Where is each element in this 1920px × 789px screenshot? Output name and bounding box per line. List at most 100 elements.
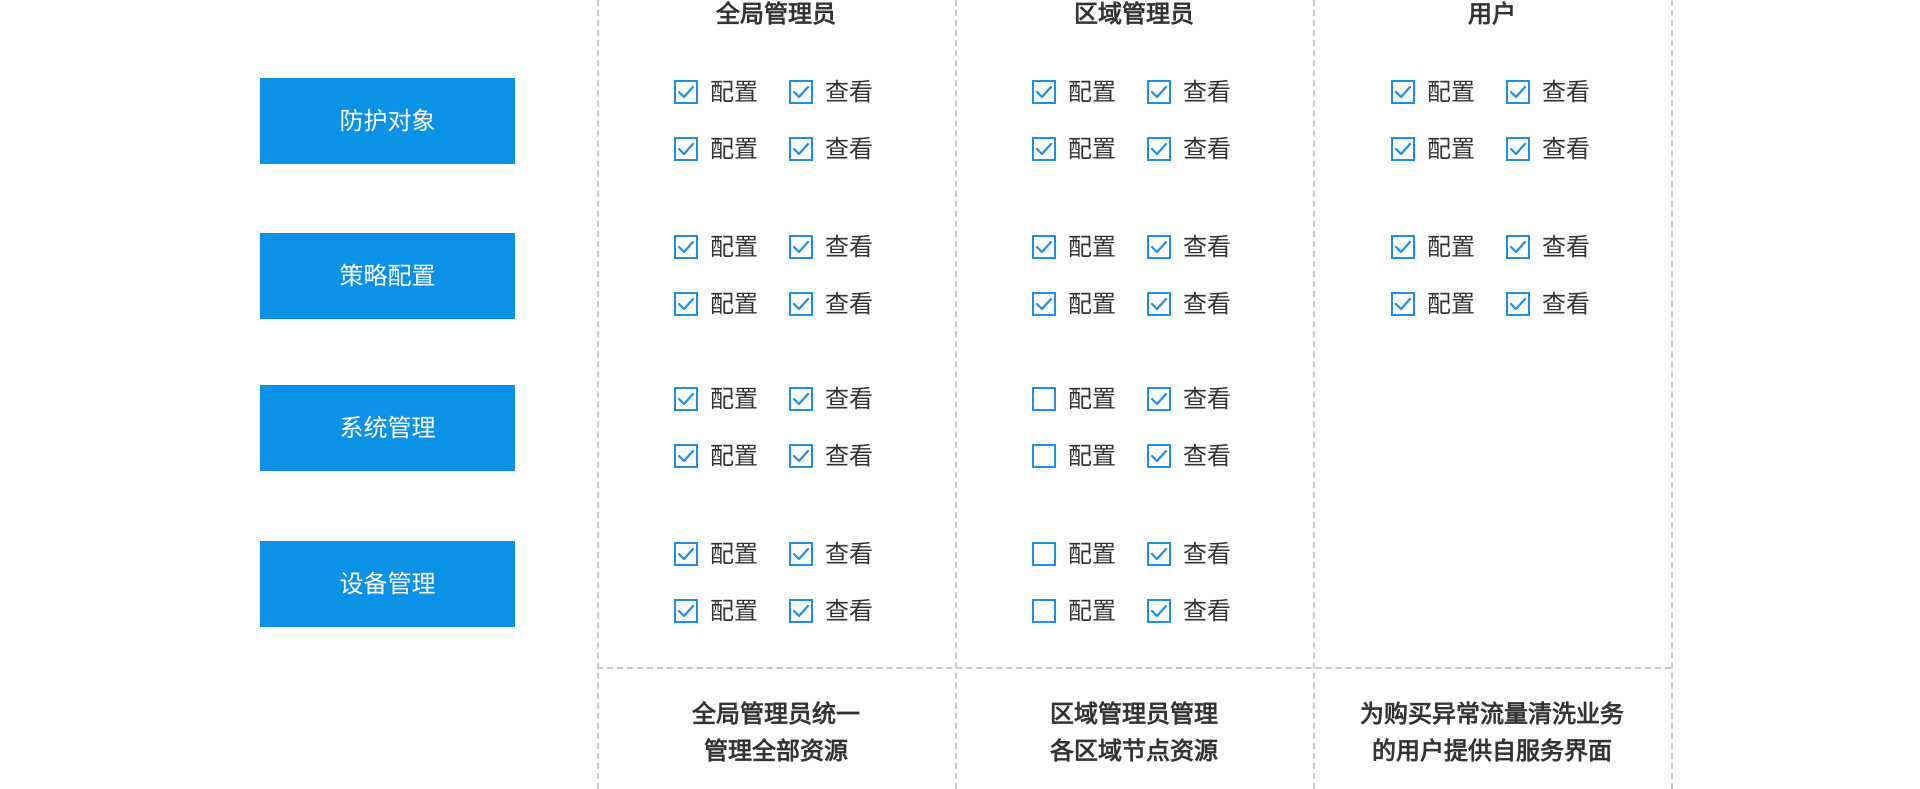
- permission-config-checkbox[interactable]: 配置: [1391, 77, 1506, 107]
- permission-line: 配置 查看: [1032, 539, 1262, 569]
- permission-config-checkbox[interactable]: 配置: [1391, 289, 1506, 319]
- permission-config-checkbox[interactable]: 配置: [1032, 596, 1147, 626]
- checkmark-icon: [1150, 297, 1168, 311]
- permission-view-checkbox[interactable]: 查看: [1147, 134, 1262, 164]
- permission-view-checkbox[interactable]: 查看: [1147, 441, 1262, 471]
- checkmark-icon: [1150, 392, 1168, 406]
- permission-config-checkbox[interactable]: 配置: [674, 384, 789, 414]
- permission-view-checkbox[interactable]: 查看: [789, 289, 904, 319]
- permission-config-checkbox[interactable]: 配置: [674, 289, 789, 319]
- checkmark-icon: [1509, 240, 1527, 254]
- description-divider: [597, 667, 1671, 669]
- permission-config-checkbox[interactable]: 配置: [674, 134, 789, 164]
- permission-line: 配置查看: [1391, 77, 1621, 107]
- permission-label: 配置: [1068, 597, 1116, 625]
- permission-view-checkbox[interactable]: 查看: [1147, 77, 1262, 107]
- checked-checkbox-icon: [1147, 235, 1171, 259]
- column-divider: [955, 0, 957, 789]
- permission-config-checkbox[interactable]: 配置: [674, 441, 789, 471]
- checkmark-icon: [677, 297, 695, 311]
- permission-view-checkbox[interactable]: 查看: [1506, 77, 1621, 107]
- permission-config-checkbox[interactable]: 配置: [1032, 134, 1147, 164]
- permission-config-checkbox[interactable]: 配置: [674, 232, 789, 262]
- checked-checkbox-icon: [1032, 235, 1056, 259]
- checked-checkbox-icon: [1391, 292, 1415, 316]
- permission-line: 配置查看: [1391, 232, 1621, 262]
- checked-checkbox-icon: [1147, 292, 1171, 316]
- permission-view-checkbox[interactable]: 查看: [1147, 384, 1262, 414]
- permission-view-checkbox[interactable]: 查看: [1506, 134, 1621, 164]
- permission-view-checkbox[interactable]: 查看: [1506, 232, 1621, 262]
- permission-label: 配置: [710, 442, 758, 470]
- permission-config-checkbox[interactable]: 配置: [1391, 134, 1506, 164]
- empty-checkbox-icon: [1032, 599, 1056, 623]
- permission-label: 配置: [710, 597, 758, 625]
- permission-config-checkbox[interactable]: 配置: [1032, 77, 1147, 107]
- checked-checkbox-icon: [789, 235, 813, 259]
- permission-line: 配置 查看: [674, 232, 904, 262]
- permission-config-checkbox[interactable]: 配置: [1032, 539, 1147, 569]
- column-header: 用户: [1468, 0, 1516, 28]
- permission-config-checkbox[interactable]: 配置: [1032, 232, 1147, 262]
- permission-line: 配置查看: [1391, 134, 1621, 164]
- permission-config-checkbox[interactable]: 配置: [1391, 232, 1506, 262]
- checked-checkbox-icon: [789, 387, 813, 411]
- permission-view-checkbox[interactable]: 查看: [789, 134, 904, 164]
- permission-config-checkbox[interactable]: 配置: [674, 77, 789, 107]
- permission-config-checkbox[interactable]: 配置: [674, 539, 789, 569]
- checkmark-icon: [792, 392, 810, 406]
- permission-view-checkbox[interactable]: 查看: [1506, 289, 1621, 319]
- checkmark-icon: [677, 547, 695, 561]
- permission-view-checkbox[interactable]: 查看: [1147, 596, 1262, 626]
- permission-config-checkbox[interactable]: 配置: [674, 596, 789, 626]
- checked-checkbox-icon: [1147, 387, 1171, 411]
- permission-line: 配置 查看: [674, 539, 904, 569]
- checkmark-icon: [1394, 85, 1412, 99]
- checked-checkbox-icon: [1147, 542, 1171, 566]
- checked-checkbox-icon: [1506, 235, 1530, 259]
- permission-label: 查看: [825, 135, 873, 163]
- permission-view-checkbox[interactable]: 查看: [789, 539, 904, 569]
- permission-view-checkbox[interactable]: 查看: [1147, 539, 1262, 569]
- permission-label: 配置: [1068, 540, 1116, 568]
- permission-view-checkbox[interactable]: 查看: [789, 232, 904, 262]
- checkmark-icon: [792, 297, 810, 311]
- permission-label: 查看: [1183, 78, 1231, 106]
- permission-label: 配置: [710, 385, 758, 413]
- permission-config-checkbox[interactable]: 配置: [1032, 441, 1147, 471]
- permission-line: 配置 查看: [674, 134, 904, 164]
- column-divider: [1313, 0, 1315, 789]
- permission-line: 配置 查看: [1032, 596, 1262, 626]
- row-label-4: 设备管理: [260, 541, 515, 627]
- empty-checkbox-icon: [1032, 444, 1056, 468]
- permission-label: 配置: [1068, 442, 1116, 470]
- description-line: 为购买异常流量清洗业务: [1360, 700, 1624, 728]
- checked-checkbox-icon: [1032, 80, 1056, 104]
- permission-config-checkbox[interactable]: 配置: [1032, 289, 1147, 319]
- permission-view-checkbox[interactable]: 查看: [789, 384, 904, 414]
- permission-view-checkbox[interactable]: 查看: [789, 441, 904, 471]
- permission-label: 查看: [825, 540, 873, 568]
- checked-checkbox-icon: [1506, 137, 1530, 161]
- checked-checkbox-icon: [1506, 80, 1530, 104]
- permission-line: 配置查看: [1032, 289, 1262, 319]
- permission-label: 查看: [825, 233, 873, 261]
- description-line: 管理全部资源: [704, 737, 848, 765]
- permission-view-checkbox[interactable]: 查看: [1147, 289, 1262, 319]
- column-divider: [1671, 0, 1673, 789]
- permission-view-checkbox[interactable]: 查看: [789, 596, 904, 626]
- checked-checkbox-icon: [1032, 292, 1056, 316]
- checked-checkbox-icon: [674, 235, 698, 259]
- checkmark-icon: [792, 449, 810, 463]
- permission-config-checkbox[interactable]: 配置: [1032, 384, 1147, 414]
- checked-checkbox-icon: [789, 137, 813, 161]
- column-divider: [597, 0, 599, 789]
- permission-line: 配置查看: [674, 289, 904, 319]
- permission-view-checkbox[interactable]: 查看: [789, 77, 904, 107]
- permission-line: 配置 查看: [1032, 134, 1262, 164]
- checked-checkbox-icon: [1147, 599, 1171, 623]
- permission-view-checkbox[interactable]: 查看: [1147, 232, 1262, 262]
- permission-line: 配置查看: [1032, 384, 1262, 414]
- checkmark-icon: [1509, 297, 1527, 311]
- permission-label: 配置: [1068, 135, 1116, 163]
